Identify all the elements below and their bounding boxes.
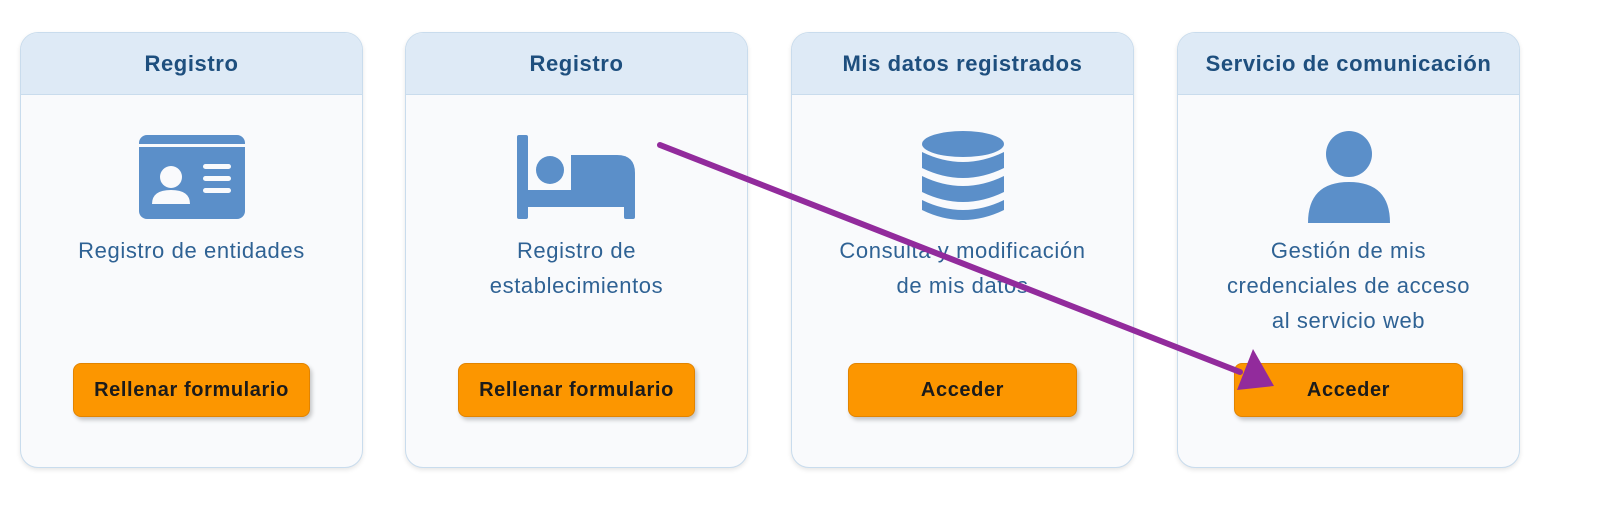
rellenar-formulario-button[interactable]: Rellenar formulario [458,363,695,417]
database-icon [921,131,1004,220]
rellenar-formulario-button[interactable]: Rellenar formulario [73,363,310,417]
card-title: Registro [21,33,362,95]
user-icon [1307,131,1390,223]
acceder-button[interactable]: Acceder [1234,363,1463,417]
card-description: Consulta y modificación de mis datos [839,238,1086,298]
card-registro-establecimientos: Registro Registro de establecimientos Re… [405,32,748,468]
id-card-icon [138,135,245,219]
acceder-button[interactable]: Acceder [848,363,1077,417]
card-description: Registro de entidades [78,238,305,263]
card-title: Mis datos registrados [792,33,1133,95]
card-mis-datos: Mis datos registrados Consulta y modific… [791,32,1134,468]
bed-icon [516,135,635,219]
card-description: Gestión de mis credenciales de acceso al… [1226,238,1471,333]
card-description: Registro de establecimientos [489,238,664,298]
card-title: Servicio de comunicación [1178,33,1519,95]
card-title: Registro [406,33,747,95]
card-registro-entidades: Registro Registro de entidades Rellenar … [20,32,363,468]
card-servicio-comunicacion: Servicio de comunicación Gestión de mis … [1177,32,1520,468]
